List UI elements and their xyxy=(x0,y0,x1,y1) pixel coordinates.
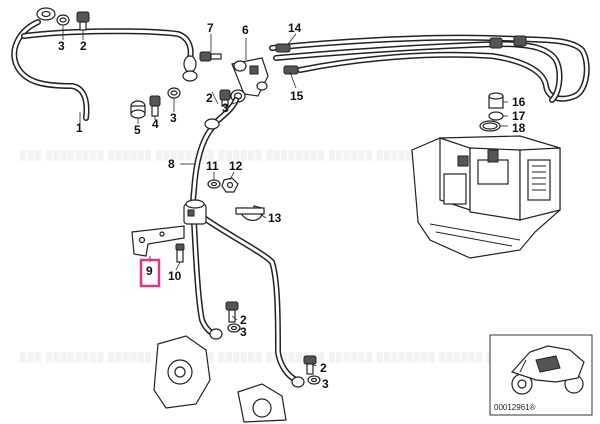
banjo-right-end xyxy=(291,376,305,388)
callout-13[interactable]: 13 xyxy=(268,211,282,225)
callout-1[interactable]: 1 xyxy=(76,121,83,135)
callout-3-right[interactable]: 3 xyxy=(222,101,229,115)
oring-18 xyxy=(479,120,501,132)
callout-7[interactable]: 7 xyxy=(207,21,214,35)
bolt-2-mid xyxy=(219,89,231,107)
callout-labels: 1 3 2 5 4 3 7 6 2 3 8 11 12 13 9 10 2 3 … xyxy=(58,21,526,391)
brake-line-1 xyxy=(11,7,194,121)
fitting-line1-end xyxy=(182,55,198,82)
bleeder-4 xyxy=(149,95,161,117)
callout-2-mid[interactable]: 2 xyxy=(206,91,213,105)
callout-14[interactable]: 14 xyxy=(288,21,302,35)
callout-3-mid[interactable]: 3 xyxy=(170,111,177,125)
callout-3-lower-left[interactable]: 3 xyxy=(240,325,247,339)
washer-3-lower-left xyxy=(227,323,241,333)
brake-lines-14-15 xyxy=(269,34,590,103)
caliper-icon xyxy=(153,335,287,423)
banjo-bolt-2-lower-right xyxy=(303,355,317,375)
washer-3-lower-right xyxy=(307,375,321,385)
callout-4[interactable]: 4 xyxy=(152,117,159,131)
callout-6[interactable]: 6 xyxy=(242,23,249,37)
distribution-block xyxy=(183,199,207,225)
bolt-7 xyxy=(199,51,222,62)
abs-unit-icon xyxy=(411,135,561,259)
callout-2-lower-left[interactable]: 2 xyxy=(240,313,247,327)
callout-11[interactable]: 11 xyxy=(206,159,219,173)
nut-12 xyxy=(221,177,239,193)
callout-17[interactable]: 17 xyxy=(512,109,526,123)
washer-3-mid xyxy=(167,87,181,99)
svg-text:███ ████████ ██████ ████████ █: ███ ████████ ██████ ████████ ██████ ████… xyxy=(20,351,546,363)
callout-18[interactable]: 18 xyxy=(512,121,526,135)
callout-12[interactable]: 12 xyxy=(229,159,243,173)
callout-9[interactable]: 9 xyxy=(146,264,153,278)
fitting-16 xyxy=(488,92,504,109)
cap-5 xyxy=(130,100,146,119)
callout-5[interactable]: 5 xyxy=(134,123,141,137)
clamp-13 xyxy=(235,205,265,221)
motorcycle-icon xyxy=(510,345,585,395)
washer-11 xyxy=(207,179,221,189)
callout-8[interactable]: 8 xyxy=(168,157,175,171)
callout-15[interactable]: 15 xyxy=(290,89,304,103)
callout-16[interactable]: 16 xyxy=(512,95,526,109)
banjo-left-end xyxy=(209,328,223,340)
callout-2-top[interactable]: 2 xyxy=(80,39,87,53)
bracket-9 xyxy=(131,225,185,257)
sleeve-17 xyxy=(488,111,504,121)
junction-6 xyxy=(231,57,269,97)
inset-thumbnail: 00012961® xyxy=(489,334,593,416)
inset-code: 00012961® xyxy=(494,403,536,412)
washer-3-top xyxy=(56,14,70,26)
callout-2-lower-right[interactable]: 2 xyxy=(320,361,327,375)
bolt-2-top xyxy=(76,11,90,31)
callout-3-top[interactable]: 3 xyxy=(58,39,65,53)
highlight-box-part-9 xyxy=(139,258,161,288)
screw-10 xyxy=(175,243,185,263)
callout-10[interactable]: 10 xyxy=(168,269,182,283)
callout-3-lower-right[interactable]: 3 xyxy=(322,377,329,391)
